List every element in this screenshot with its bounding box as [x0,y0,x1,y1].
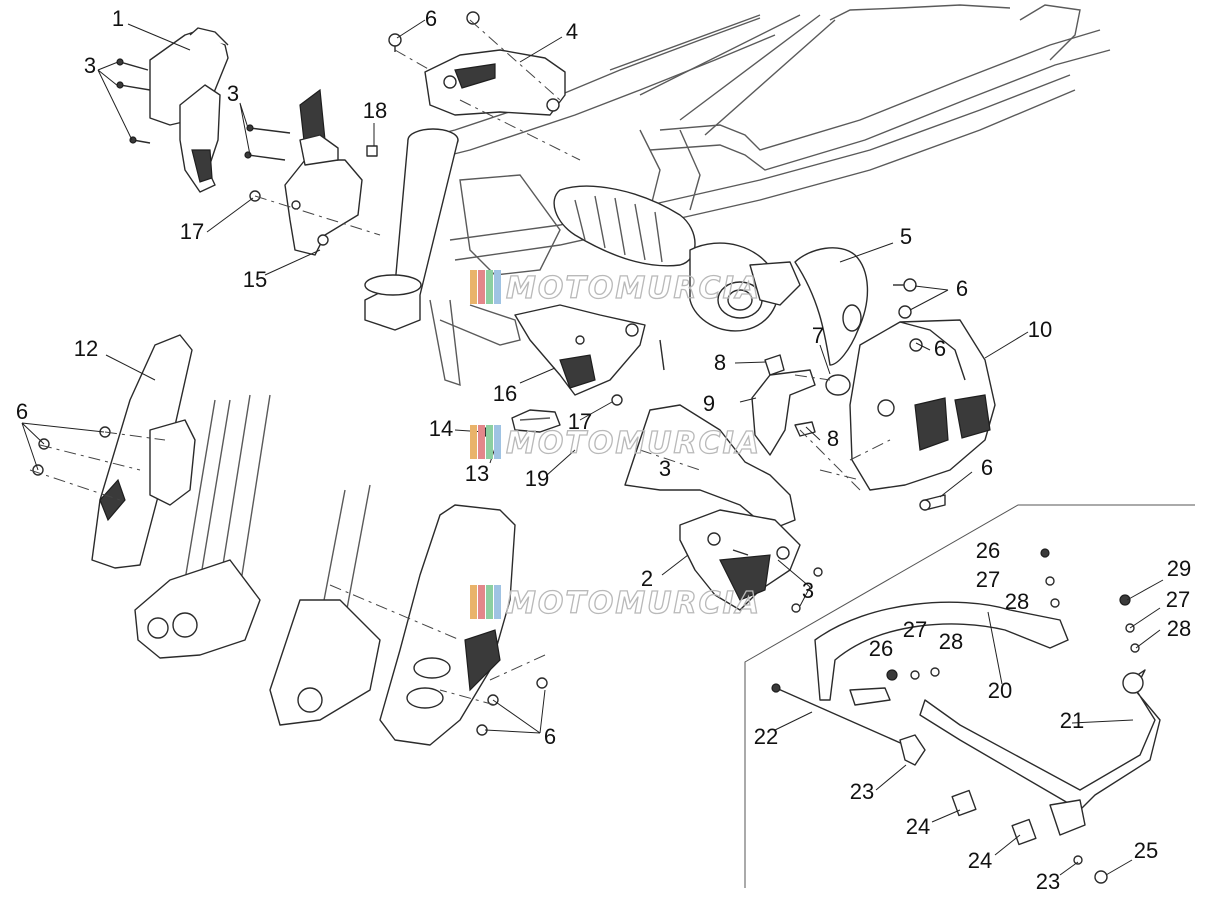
watermark-stripe [486,585,493,619]
watermark-1: MOTOMURCIA [470,270,761,307]
callout-2: 2 [641,566,653,591]
callout-10: 10 [1028,317,1052,342]
screws-6-right [893,278,917,319]
callout-25: 25 [1134,838,1158,863]
screws-6-left [32,426,111,476]
callout-6: 6 [981,455,993,480]
callout-9: 9 [703,391,715,416]
watermark-stripe [478,585,485,619]
callout-28: 28 [1005,589,1029,614]
fork-left [134,394,271,659]
assembly-lines [29,19,891,706]
watermark-text: MOTOMURCIA [506,586,761,621]
callout-6: 6 [425,6,437,31]
screw-6-lower-right [919,494,946,511]
part-16-bracket [514,304,646,396]
part-5-cover [794,247,869,366]
callout-28: 28 [939,629,963,654]
callout-28: 28 [1167,616,1191,641]
part-12-plate [91,334,196,569]
callout-26: 26 [869,636,893,661]
callout-17: 17 [180,219,204,244]
callout-7: 7 [812,323,824,348]
watermark-stripe [470,270,477,304]
callout-5: 5 [900,224,912,249]
watermark-text: MOTOMURCIA [506,426,761,461]
screws-6-top [388,11,480,52]
part-9-bracket [751,369,816,456]
watermark-2: MOTOMURCIA [470,425,761,462]
callout-27: 27 [903,617,927,642]
callout-27: 27 [976,567,1000,592]
screws-16 [611,339,665,406]
center-fork-guard [269,484,516,746]
leader-lines [21,19,1164,876]
part-8-clip [764,354,816,437]
callout-12: 12 [74,336,98,361]
callout-15: 15 [243,267,267,292]
callout-29: 29 [1167,556,1191,581]
callout-8: 8 [827,426,839,451]
callout-6: 6 [544,724,556,749]
watermark-stripe [470,585,477,619]
callout-14: 14 [429,416,453,441]
watermark-stripe [486,270,493,304]
watermark-stripe [478,270,485,304]
callout-24: 24 [968,848,992,873]
main-frame [364,4,1111,387]
callout-3: 3 [659,456,671,481]
part-3-cover [624,404,801,611]
callout-8: 8 [714,350,726,375]
callout-24: 24 [906,814,930,839]
watermark-text: MOTOMURCIA [506,271,761,306]
part-10-cover [849,319,996,491]
callout-16: 16 [493,381,517,406]
callout-23: 23 [850,779,874,804]
callout-27: 27 [1166,587,1190,612]
callout-22: 22 [754,724,778,749]
watermark-stripe [470,425,477,459]
watermark-stripe [494,270,501,304]
watermark-stripe [494,425,501,459]
watermark-stripe [494,585,501,619]
callout-17: 17 [568,409,592,434]
callout-3: 3 [802,578,814,603]
screws-6-center [476,677,548,736]
callout-21: 21 [1060,708,1084,733]
callout-20: 20 [988,678,1012,703]
callout-13: 13 [465,461,489,486]
watermark-stripe [478,425,485,459]
part-1-bracket [179,84,221,193]
callout-6: 6 [934,336,946,361]
part-4-cover [424,49,566,116]
callout-18: 18 [363,98,387,123]
crash-bar-inset [744,504,1195,888]
callouts: 1 3 3 6 4 18 17 15 5 6 12 7 10 8 6 16 9 … [16,6,1191,894]
watermark-stripe [486,425,493,459]
part-7-cap [825,374,851,396]
screws-3-mid [244,124,378,202]
intake-assembly [553,185,801,332]
callout-6: 6 [956,276,968,301]
part-15-bracket [284,88,363,256]
callout-23: 23 [1036,869,1060,894]
screws-3-left [116,58,151,144]
callout-3: 3 [227,81,239,106]
callout-1: 1 [112,6,124,31]
callout-4: 4 [566,19,578,44]
callout-19: 19 [525,466,549,491]
callout-6: 6 [16,399,28,424]
screws-3-center [732,549,823,613]
callout-3: 3 [84,53,96,78]
watermark-3: MOTOMURCIA [470,585,761,622]
callout-26: 26 [976,538,1000,563]
